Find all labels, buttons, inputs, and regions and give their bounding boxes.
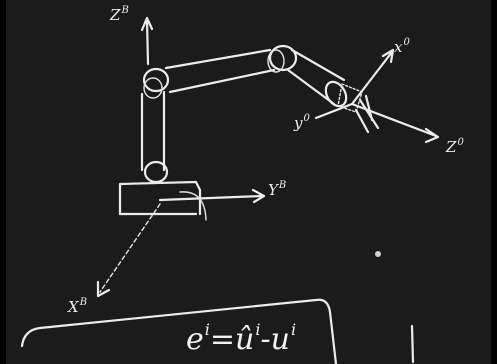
chalk-speck — [375, 251, 381, 257]
base-y-label: YB — [268, 180, 287, 199]
base-z-axis-arrow — [140, 16, 154, 66]
gripper-fingers — [354, 94, 380, 134]
wrist-joint — [324, 80, 348, 108]
lower-joint — [143, 160, 169, 184]
right-frame-edge — [491, 0, 497, 364]
tool-y-axis-arrow — [314, 102, 354, 120]
base-z-label: ZB — [110, 5, 129, 24]
base-y-axis-arrow — [158, 188, 266, 204]
base-x-label: XB — [68, 297, 88, 316]
chalk-mark-right — [410, 324, 415, 364]
upper-arm-link — [164, 48, 276, 94]
forearm-link — [286, 48, 346, 106]
tool-z-axis-arrow — [350, 102, 440, 144]
base-side-curve — [179, 191, 207, 221]
elbow-joint-inner — [267, 49, 285, 73]
base-x-axis-arrow — [99, 203, 161, 293]
tool-y-label: y0 — [294, 113, 310, 132]
error-equation: ei=ûi-ui — [186, 320, 297, 357]
base-x-arrowhead — [96, 280, 111, 298]
shoulder-joint — [142, 67, 170, 93]
tool-x-label: x0 — [394, 37, 410, 56]
vertical-link — [140, 90, 166, 172]
equation-box — [20, 298, 338, 364]
elbow-joint — [268, 44, 298, 72]
shoulder-joint-front — [143, 77, 163, 99]
tool-x-axis-arrow — [350, 48, 395, 106]
robot-base — [118, 180, 202, 216]
left-frame-edge — [0, 0, 6, 364]
tool-z-label: Z0 — [446, 137, 464, 156]
